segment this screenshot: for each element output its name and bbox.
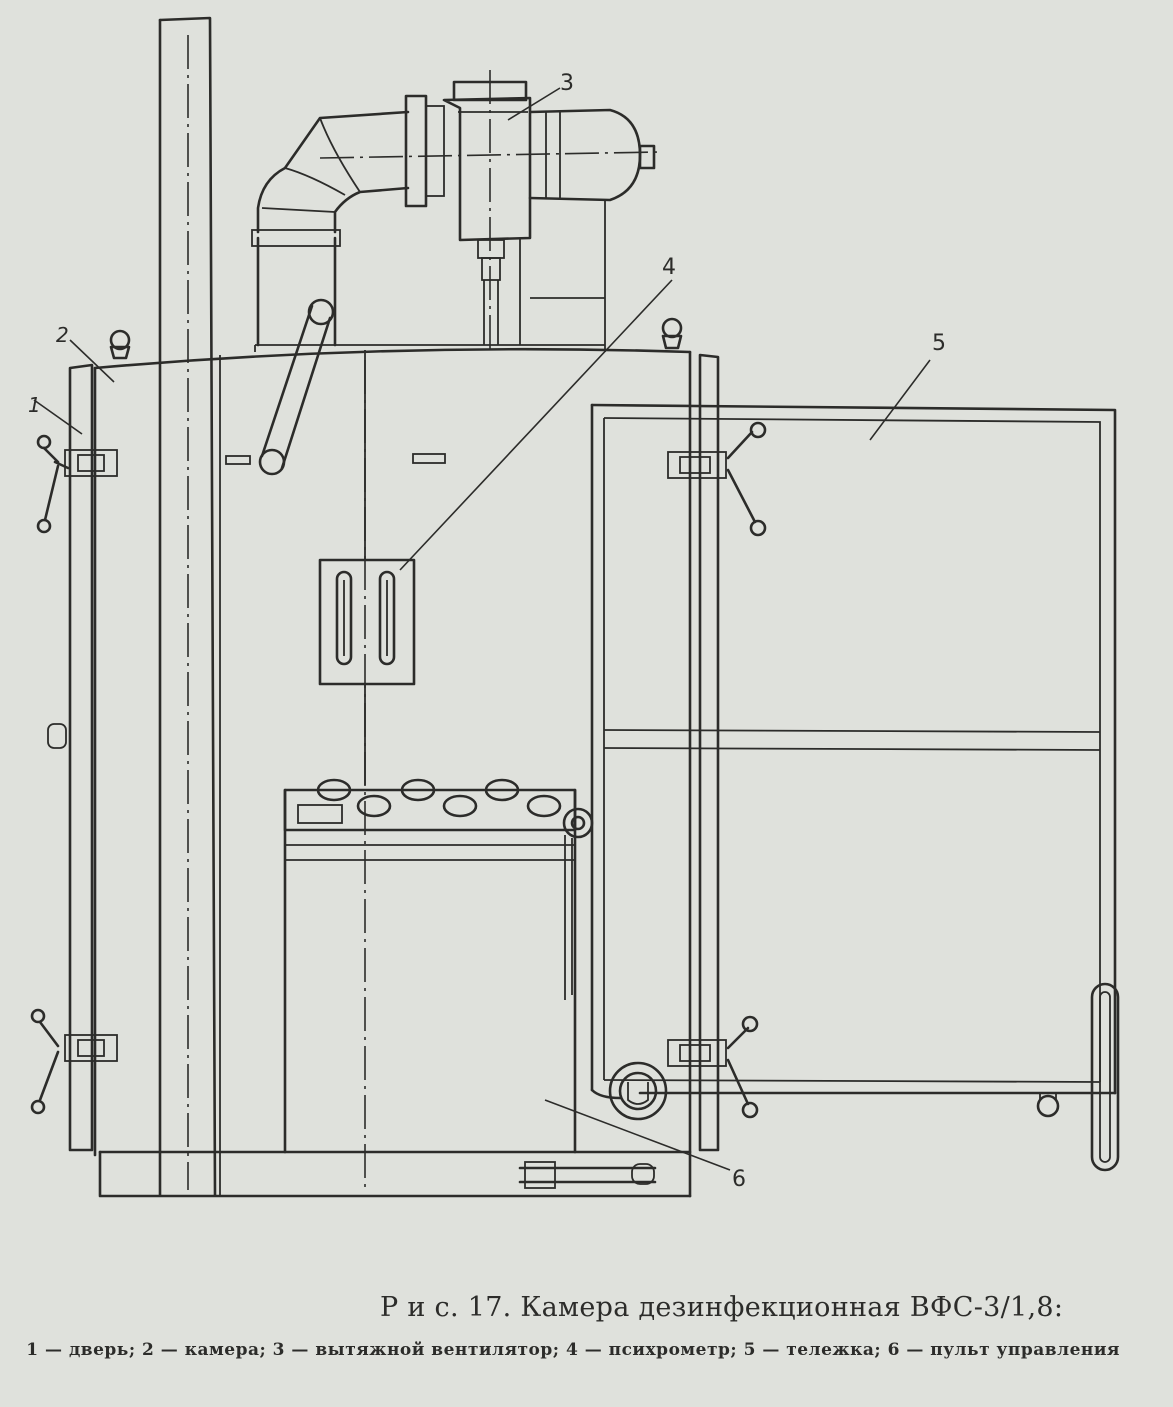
- lever-arm: [258, 298, 335, 476]
- figure-caption-legend: 1 — дверь; 2 — камера; 3 — вытяжной вент…: [26, 1340, 1120, 1360]
- door-right: [667, 353, 767, 1152]
- lifting-eye-right: [661, 317, 683, 350]
- trolley: [590, 403, 1120, 1172]
- label-2: 2: [56, 323, 69, 347]
- door-left: [30, 329, 131, 1152]
- exhaust-fan: [251, 70, 661, 350]
- label-4: 4: [662, 255, 676, 280]
- psychrometer: [318, 558, 416, 686]
- label-5: 5: [932, 331, 946, 356]
- control-panel: [283, 778, 657, 1189]
- pipe: [158, 16, 217, 1197]
- figure-caption-title: Р и с. 17. Камера дезинфекционная ВФС-3/…: [380, 1292, 1064, 1323]
- label-1: 1: [28, 393, 41, 417]
- label-6: 6: [732, 1167, 746, 1192]
- label-3: 3: [560, 71, 574, 96]
- chamber-body: [93, 344, 692, 1198]
